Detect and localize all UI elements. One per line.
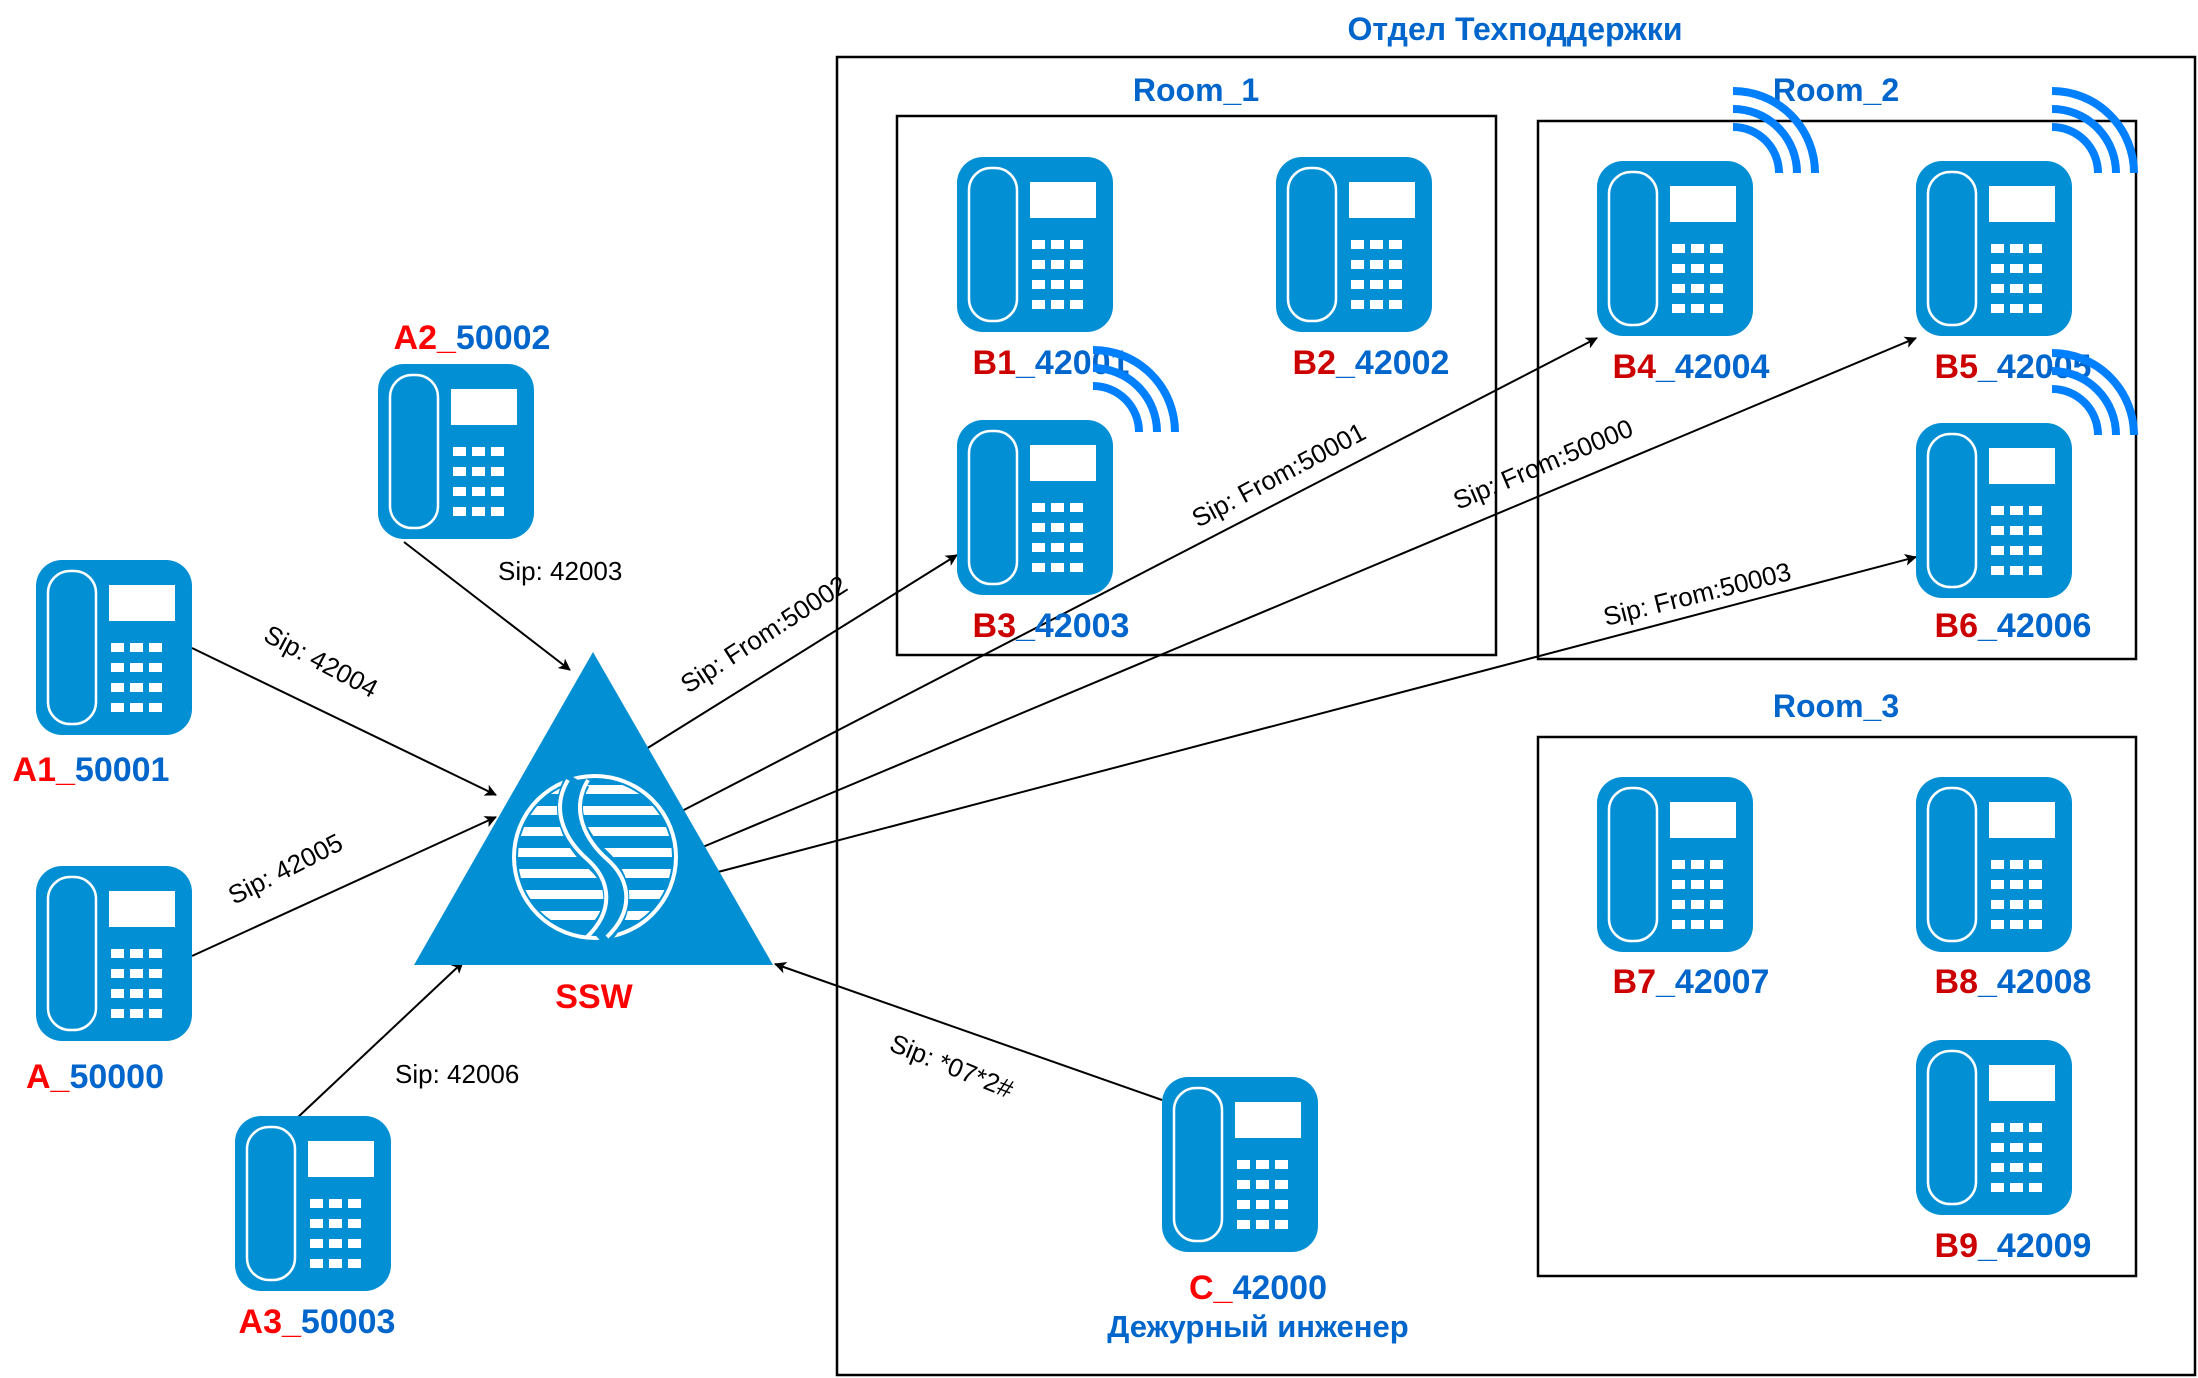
phone-label-number: _42009: [1977, 1227, 2091, 1265]
desk-phone-icon: [1916, 777, 2072, 952]
desk-phone-icon: [1916, 161, 2072, 336]
phone-label-prefix: B4: [1613, 348, 1657, 386]
edge-a3-ssw[interactable]: [295, 961, 464, 1120]
softswitch-label: SSW: [555, 978, 633, 1016]
edge-label-a1-ssw: Sip: 42004: [259, 619, 383, 704]
edge-label-a3-ssw: Sip: 42006: [395, 1059, 519, 1089]
desk-phone-icon: [1916, 423, 2072, 598]
phone-label-number: _42002: [1335, 344, 1449, 382]
edge-ssw-b6[interactable]: [717, 553, 1917, 873]
department-title: Отдел Техподдержки: [1348, 11, 1683, 47]
phone-label-prefix: B6: [1935, 607, 1978, 645]
phone-label-number: _42007: [1655, 963, 1769, 1001]
phone-label-number: _42004: [1655, 348, 1770, 386]
phone-label-prefix: B8: [1935, 963, 1978, 1001]
phone-label-prefix: B9: [1935, 1227, 1978, 1265]
edge-c-ssw[interactable]: [774, 961, 1163, 1101]
edge-ssw-b4[interactable]: [677, 337, 1598, 814]
phone-node-c[interactable]: C_42000: [1162, 1077, 1327, 1307]
phone-label: B3_42003: [973, 607, 1130, 645]
phone-node-b5[interactable]: B5_42005: [1916, 91, 2134, 386]
phone-label: B6_42006: [1935, 607, 2092, 645]
edge-label-ssw-b4: Sip: From:50001: [1187, 417, 1371, 534]
room-1-box: [895, 114, 1498, 657]
phone-label-prefix: A3_: [239, 1303, 302, 1341]
desk-phone-icon: [1916, 1040, 2072, 1215]
desk-phone-icon: [1597, 161, 1753, 336]
phone-label: A2_50002: [394, 319, 551, 357]
phone-label-number: 50001: [75, 751, 170, 789]
phone-node-b4[interactable]: B4_42004: [1597, 91, 1815, 386]
phone-label-number: 50000: [69, 1058, 164, 1096]
room-2-title: Room_2: [1773, 72, 1899, 108]
softswitch-node[interactable]: SSW: [414, 652, 773, 1016]
desk-phone-icon: [957, 157, 1113, 332]
phone-label-prefix: B2: [1293, 344, 1336, 382]
edge-a2-ssw[interactable]: [403, 541, 571, 671]
edge-ssw-b5[interactable]: [697, 336, 1917, 850]
phone-label-number: 42000: [1232, 1269, 1327, 1307]
phone-label-prefix: B3: [973, 607, 1016, 645]
edge-ssw-b3[interactable]: [637, 554, 958, 755]
phone-label: B9_42009: [1935, 1227, 2092, 1265]
edge-label-a2-ssw: Sip: 42003: [498, 556, 622, 586]
edge-label-ssw-b6: Sip: From:50003: [1600, 556, 1794, 632]
softswitch-globe-icon: [512, 773, 678, 947]
edges: [191, 336, 1917, 1120]
room-1-title: Room_1: [1133, 72, 1259, 108]
phone-label: A_50000: [26, 1058, 164, 1096]
phone-label-prefix: B1: [973, 344, 1016, 382]
edge-label-c-ssw: Sip: *07*2#: [886, 1028, 1018, 1105]
desk-phone-icon: [235, 1116, 391, 1291]
desk-phone-icon: [36, 560, 192, 735]
edge-label-ssw-b5: Sip: From:50000: [1449, 413, 1638, 516]
room-3-title: Room_3: [1773, 688, 1899, 724]
phone-label-number: 50002: [456, 319, 551, 357]
phone-label-prefix: B7: [1613, 963, 1656, 1001]
phone-label-number: _42006: [1977, 607, 2091, 645]
phone-label-number: _42003: [1015, 607, 1129, 645]
phone-label-number: _42008: [1977, 963, 2091, 1001]
department-box: [835, 55, 2197, 1377]
phone-label: A3_50003: [239, 1303, 396, 1341]
phone-label-prefix: A1_: [13, 751, 76, 789]
phone-label-number: 50003: [301, 1303, 396, 1341]
phone-node-b3[interactable]: B3_42003: [957, 350, 1175, 645]
phone-label-prefix: A2_: [394, 319, 457, 357]
edge-a-ssw[interactable]: [191, 816, 497, 957]
phone-node-a2[interactable]: A2_50002: [378, 319, 550, 539]
phone-label: A1_50001: [13, 751, 170, 789]
wifi-signal-icon: [2052, 91, 2134, 173]
phone-node-b2[interactable]: B2_42002: [1276, 157, 1449, 382]
phone-label: C_42000: [1189, 1269, 1327, 1307]
edge-label-a-ssw: Sip: 42005: [223, 827, 347, 910]
desk-phone-icon: [1276, 157, 1432, 332]
phone-node-a1[interactable]: A1_50001: [13, 560, 192, 789]
desk-phone-icon: [1597, 777, 1753, 952]
phone-label-prefix: B5: [1935, 348, 1978, 386]
edge-a1-ssw[interactable]: [191, 647, 497, 796]
phone-label: B2_42002: [1293, 344, 1450, 382]
duty-engineer-label: Дежурный инженер: [1107, 1309, 1408, 1344]
phone-node-a3[interactable]: A3_50003: [235, 1116, 395, 1341]
phone-label-prefix: A_: [26, 1058, 71, 1096]
phone-label: B7_42007: [1613, 963, 1770, 1001]
phone-node-a[interactable]: A_50000: [26, 866, 192, 1096]
phone-label-prefix: C_: [1189, 1269, 1234, 1307]
phone-node-b6[interactable]: B6_42006: [1916, 353, 2134, 645]
desk-phone-icon: [1162, 1077, 1318, 1252]
desk-phone-icon: [36, 866, 192, 1041]
phone-node-b7[interactable]: B7_42007: [1597, 777, 1769, 1001]
room-3-box: [1536, 735, 2138, 1278]
phone-label: B8_42008: [1935, 963, 2092, 1001]
phone-node-b8[interactable]: B8_42008: [1916, 777, 2091, 1001]
phone-node-b9[interactable]: B9_42009: [1916, 1040, 2091, 1265]
phone-label: B4_42004: [1613, 348, 1770, 386]
desk-phone-icon: [957, 420, 1113, 595]
edge-label-ssw-b3: Sip: From:50002: [675, 569, 853, 699]
desk-phone-icon: [378, 364, 534, 539]
room-2-box: [1536, 119, 2138, 661]
